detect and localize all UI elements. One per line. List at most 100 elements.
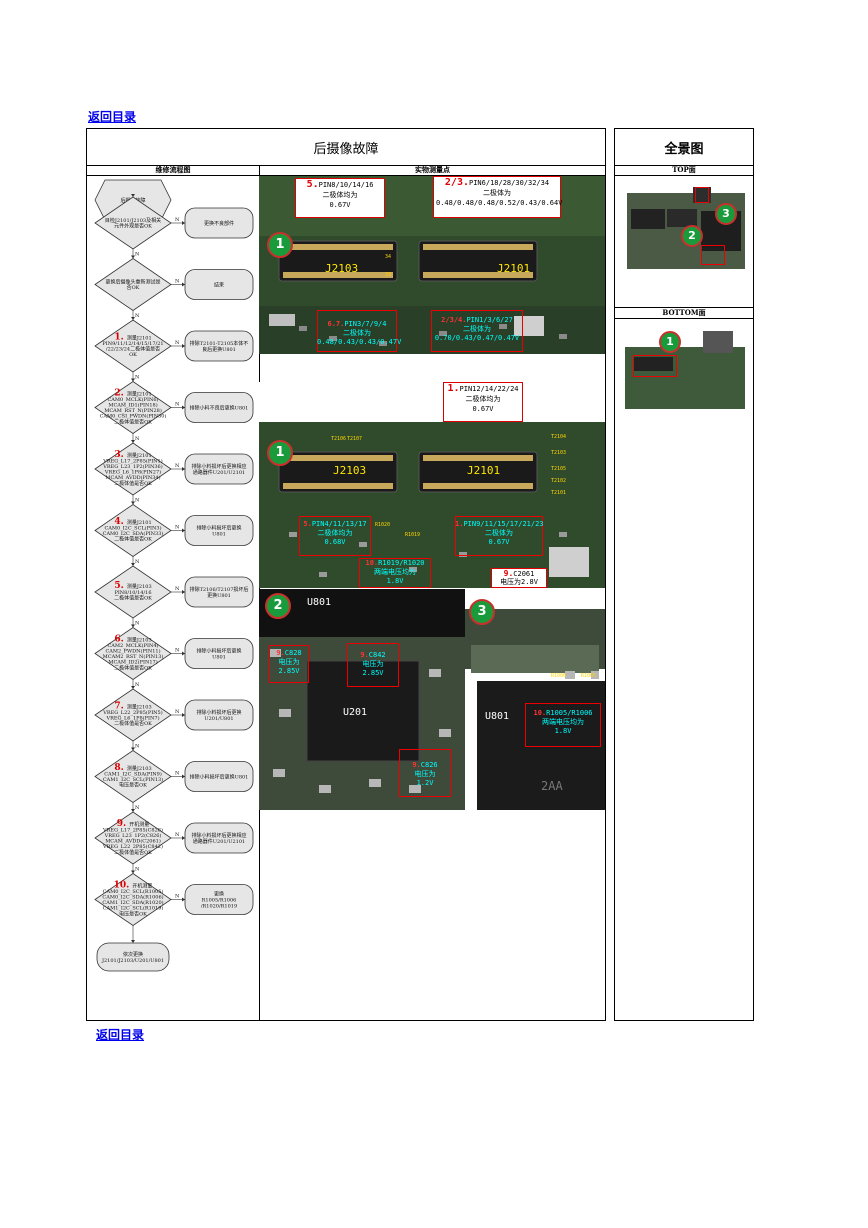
- flow-no-label: N: [135, 374, 140, 380]
- back-to-contents-link-bottom[interactable]: 返回目录: [96, 1028, 145, 1042]
- flow-decision-text-line: CAM1_I2C_SCL(R1019): [103, 905, 164, 912]
- flow-action-text: 排除小料不良后更换U801: [190, 404, 249, 411]
- flow-action-text-line: 排除小料损坏后更换: [196, 647, 241, 654]
- label-measure-c826: 9.C826 电压为 1.2V: [412, 761, 438, 787]
- flow-no-label: N: [135, 620, 140, 626]
- flow-action-text-line: 结束: [214, 281, 224, 288]
- flow-decision-text-line: 1. 测量J2101: [114, 332, 151, 342]
- flow-decision-text-line: CAM1_I2C_SDA(R1020): [102, 899, 163, 906]
- flow-yes-label: N: [175, 832, 180, 838]
- pano-top-redbox-2: [701, 245, 725, 265]
- flow-decision-text-line: MCAM2_RST_N(PIN13): [103, 653, 164, 660]
- mark-r1019: R1019: [405, 532, 421, 538]
- label-measure-9: 9.C2061 电压为2.8V: [491, 568, 547, 588]
- flow-action-text: 排除小料损坏后更换U801: [196, 524, 241, 537]
- flow-action-text-line: 通路器件U201/U2101: [193, 838, 245, 845]
- flow-decision-text-line: CAM2_PWDN(PIN11): [105, 648, 160, 655]
- redbox-10: [359, 558, 431, 588]
- flow-yes-label: N: [175, 279, 180, 285]
- pano-bottom-redbox: [633, 355, 677, 377]
- flow-decision-text-line: 二极体值是否OK: [114, 720, 152, 727]
- flow-decision-text-line: VREG_L17_2P85(PIN1): [102, 457, 162, 464]
- marker-circle-1: 1: [267, 232, 293, 258]
- flow-no-label: N: [135, 743, 140, 749]
- pin-label-34: 34: [385, 254, 392, 260]
- chip-u801-label: U801: [307, 597, 332, 608]
- flow-end-text-line: 依次更换: [123, 951, 143, 958]
- flow-arrowhead: [182, 774, 185, 779]
- pin-label-33: 33: [385, 272, 392, 278]
- label-measure-1: 1.PIN12/14/22/24 二极体均为 0.67V: [443, 382, 523, 422]
- flow-decision-text-line: OK: [129, 352, 137, 358]
- flow-decision-text-line: VREG_L17_2P85(C828): [102, 826, 163, 833]
- mark-t2106: T2106: [331, 436, 347, 442]
- flow-decision-text: 3. 测量J2101VREG_L17_2P85(PIN1)VREG_L23_1P…: [102, 450, 162, 487]
- connector-j2103-label-2: J2103: [333, 464, 367, 477]
- flow-decision-text-line: VREG_L6_1P8(PIN27): [104, 469, 161, 476]
- flow-arrowhead: [131, 940, 135, 943]
- flow-decision-text-line: VREG_L23_1P2(C826): [104, 832, 162, 839]
- flow-decision-text-line: CAM2_MCLK(PIN4): [107, 642, 158, 649]
- board-photo-4: 3 U801 R1006 R1005 2AA 10.R1005/R1006 两端…: [465, 589, 605, 810]
- photo3-bg: [259, 589, 465, 810]
- mark-t2107: T2107: [347, 436, 363, 442]
- flow-arrowhead: [182, 467, 185, 471]
- flow-decision-text-line: 二极体值是否OK: [114, 536, 152, 543]
- label-measure-r1005: 10.R1005/R1006 两端电压均为 1.8V: [533, 709, 593, 735]
- flow-action-text-line: U801: [212, 654, 226, 660]
- flow-arrowhead: [131, 317, 135, 320]
- flow-action-text-line: 排除小料损坏后更换: [196, 524, 241, 531]
- chip-u201-label: U201: [343, 707, 368, 718]
- flow-decision-text-line: 二极体值是否OK: [114, 849, 152, 856]
- flow-arrowhead: [182, 528, 185, 533]
- flow-arrowhead: [182, 651, 185, 656]
- flow-action-text: 更换不良部件: [204, 220, 234, 227]
- flow-action-node: [184, 884, 254, 915]
- flow-action-node: [184, 761, 254, 792]
- flow-arrowhead: [131, 194, 135, 197]
- flow-arrowhead: [131, 870, 135, 874]
- mark-r1020: R1020: [375, 522, 391, 528]
- repair-flowchart: 后摄像故障目检J2101/J2103及相关元件外观是否OKN更换不良部件N更换后…: [94, 179, 254, 972]
- flow-arrowhead: [131, 501, 135, 505]
- flow-yes-label: N: [175, 648, 180, 654]
- mark-t2102: T2102: [551, 478, 567, 484]
- back-to-contents-link-top[interactable]: 返回目录: [88, 110, 137, 124]
- connector-j2101-label: J2101: [497, 262, 531, 275]
- flow-decision-text-line: MCAM_AVDD(C2061): [105, 838, 161, 845]
- flow-decision-text-line: /22/23/24二极体值是否: [106, 346, 160, 353]
- pano-bottom-bg: [623, 325, 747, 411]
- flow-yes-label: N: [175, 463, 180, 469]
- label-measure-c842: 9.C842 电压为 2.85V: [360, 651, 386, 677]
- flow-decision-text-line: 6. 测量J2103: [114, 634, 151, 644]
- flow-decision-text-line: 7. 测量J2103: [114, 701, 151, 711]
- flow-decision-text-line: VREG_L22_2P85(PIN5): [102, 709, 162, 716]
- flow-decision-text-line: VREG_L22_2P85(C842): [102, 843, 163, 850]
- mark-t2103: T2103: [551, 450, 567, 456]
- flow-decision-text-line: CAM0_I2C_SDA(R1006): [102, 894, 163, 901]
- connector-j2101-label-2: J2101: [467, 464, 501, 477]
- pano-marker-2: 2: [681, 225, 703, 247]
- mark-t2101: T2101: [551, 490, 567, 496]
- flow-decision-text-line: CAM0_I2C_SDA(PIN33): [103, 530, 164, 537]
- flow-decision-text-line: 二极体值是否OK: [114, 418, 152, 425]
- flow-decision-text: 4. 测量J2101CAM0_I2C_SCL(PIN3)CAM0_I2C_SDA…: [103, 517, 164, 543]
- flow-action-node: [184, 392, 254, 423]
- panorama-bottom-photo: 1: [623, 325, 747, 411]
- flow-decision-text-line: 二极体值是否OK: [114, 480, 152, 487]
- flow-action-text-line: 通路器件U201/U2101: [193, 469, 245, 476]
- pano-marker-3: 3: [715, 203, 737, 225]
- flow-arrowhead: [182, 590, 185, 594]
- flow-arrowhead: [131, 440, 135, 443]
- flow-yes-label: N: [175, 771, 180, 777]
- flow-decision-text-line: 更换后摄像头重新测试是: [105, 279, 160, 286]
- flow-no-label: N: [135, 682, 140, 688]
- redbox-6-7: [317, 310, 397, 352]
